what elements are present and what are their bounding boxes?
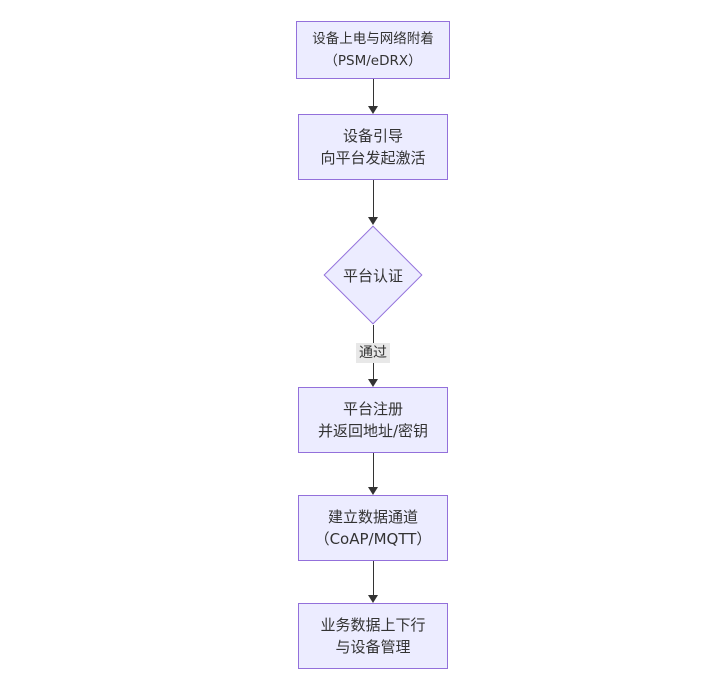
arrow-channel-to-business	[368, 561, 378, 603]
edge-label-pass: 通过	[356, 342, 390, 363]
node-device-power-network-attach: 设备上电与网络附着 （PSM/eDRX）	[296, 21, 450, 79]
arrow-bootstrap-to-auth	[368, 180, 378, 225]
node-label-line: （PSM/eDRX）	[324, 53, 422, 69]
arrow-power-to-bootstrap	[368, 79, 378, 114]
arrowhead-icon	[368, 217, 378, 225]
arrow-auth-to-register: 通过	[356, 325, 390, 387]
arrow-shaft	[372, 180, 374, 218]
flowchart: 设备上电与网络附着 （PSM/eDRX） 设备引导 向平台发起激活 平台认证 通…	[296, 21, 450, 669]
node-label-line: 建立数据通道	[327, 508, 418, 526]
arrow-shaft	[372, 453, 374, 488]
node-platform-register: 平台注册 并返回地址/密钥	[298, 387, 448, 453]
node-data-channel: 建立数据通道 （CoAP/MQTT）	[298, 495, 448, 561]
node-label-line: 平台注册	[342, 400, 403, 418]
arrow-shaft	[372, 561, 374, 596]
node-label-line: 与设备管理	[335, 638, 411, 656]
node-label-line: 并返回地址/密钥	[317, 422, 429, 440]
node-label-line: （CoAP/MQTT）	[314, 530, 432, 548]
node-label-line: 向平台发起激活	[320, 149, 426, 167]
node-business-data-device-mgmt: 业务数据上下行 与设备管理	[298, 603, 448, 669]
node-label-line: 设备上电与网络附着	[312, 31, 434, 47]
arrowhead-icon	[368, 487, 378, 495]
node-label-line: 设备引导	[342, 127, 403, 145]
node-label-line: 平台认证	[342, 266, 403, 285]
node-device-bootstrap-activate: 设备引导 向平台发起激活	[298, 114, 448, 180]
arrowhead-icon	[368, 595, 378, 603]
node-label-line: 业务数据上下行	[320, 616, 426, 634]
arrowhead-icon	[368, 106, 378, 114]
node-platform-auth-decision: 平台认证	[323, 225, 423, 325]
arrow-shaft	[372, 79, 374, 107]
arrowhead-icon	[368, 379, 378, 387]
arrow-register-to-channel	[368, 453, 378, 495]
